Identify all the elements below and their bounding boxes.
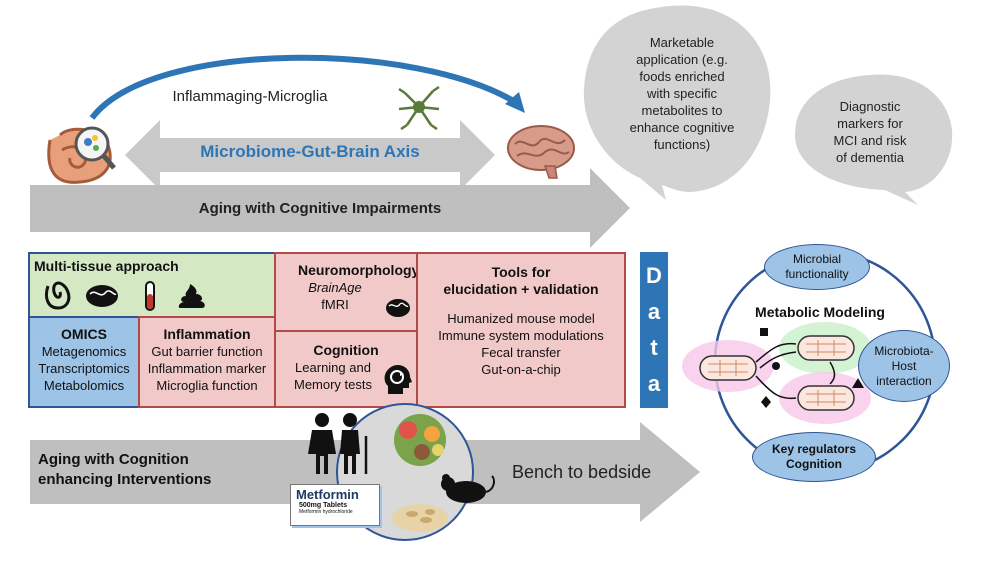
tools-title-line2: elucidation + validation	[443, 281, 599, 297]
stool-icon	[178, 284, 205, 308]
cell	[699, 355, 757, 381]
axis-label: Microbiome-Gut-Brain Axis	[200, 142, 420, 161]
tools-title-line1: Tools for	[491, 264, 551, 280]
gut-icon	[44, 281, 71, 310]
inflammation-panel: Inflammation Gut barrier function Inflam…	[138, 316, 276, 408]
inflammation-item: Microglia function	[156, 378, 258, 393]
top-arrows	[30, 54, 630, 248]
omics-panel: OMICS Metagenomics Transcriptomics Metab…	[28, 316, 140, 408]
bubbles-shapes	[583, 5, 953, 205]
oats-icon	[392, 504, 448, 532]
marketable-text: Marketable application (e.g. foods enric…	[629, 35, 735, 152]
fmri-label: fMRI	[321, 297, 349, 312]
metformin-sub: Metformin hydrochloride	[299, 509, 353, 515]
multi-tissue-panel: Multi-tissue approach	[28, 252, 276, 318]
brain-scan-icon	[386, 299, 410, 317]
data-bar: D a t a	[640, 252, 668, 408]
brain-small-icon	[86, 285, 118, 307]
data-letter: a	[647, 371, 661, 396]
omics-item: Transcriptomics	[38, 361, 130, 376]
brainage-label: BrainAge	[308, 280, 362, 295]
tools-item: Immune system modulations	[438, 328, 604, 343]
diagnostic-text: Diagnostic markers for MCI and risk of d…	[833, 99, 907, 165]
cognition-item: Learning and	[295, 360, 371, 375]
cognition-item: Memory tests	[293, 377, 372, 392]
data-letter: D	[646, 263, 662, 288]
omics-item: Metagenomics	[41, 344, 127, 359]
data-letter: t	[650, 335, 658, 360]
cell	[797, 385, 855, 411]
omics-title: OMICS	[61, 326, 107, 342]
inflammation-item: Gut barrier function	[151, 344, 263, 359]
brain-icon	[507, 125, 575, 179]
neuromorphology-panel: Neuromorphology BrainAge fMRI	[274, 252, 420, 332]
inflammaging-label: Inflammaging-Microglia	[172, 88, 328, 105]
metformin-dose: 500mg Tablets	[299, 502, 348, 509]
intestine-icon	[47, 126, 116, 184]
head-cognition-icon	[384, 365, 412, 394]
aging-impairments-arrow	[30, 168, 630, 248]
interventions-label: Aging with Cognition enhancing Intervent…	[38, 451, 212, 488]
cell	[797, 335, 855, 361]
mouse-icon	[441, 474, 495, 503]
tools-item: Fecal transfer	[481, 345, 561, 360]
tissue-icons	[44, 281, 205, 311]
inflammation-item: Inflammation marker	[147, 361, 267, 376]
tools-panel: Tools for elucidation + validation Human…	[416, 252, 626, 408]
modeling-diagram	[682, 250, 937, 474]
data-letter: a	[647, 299, 661, 324]
bench-label: Bench to bedside	[512, 462, 652, 482]
blood-tube-icon	[145, 281, 155, 311]
aging-impairments-label: Aging with Cognitive Impairments	[198, 200, 442, 217]
axis-double-arrow	[125, 120, 495, 190]
neuromorphology-title: Neuromorphology	[298, 262, 420, 278]
omics-item: Metabolomics	[43, 378, 125, 393]
curved-arrow	[89, 54, 522, 120]
cognition-title: Cognition	[313, 342, 379, 358]
tools-item: Humanized mouse model	[447, 311, 595, 326]
metformin-name: Metformin	[296, 487, 359, 502]
modeling-title: Metabolic Modeling	[755, 304, 885, 320]
tools-item: Gut-on-a-chip	[481, 362, 561, 377]
diagnostic-bubble	[795, 74, 953, 205]
curved-arrow-head	[505, 92, 525, 113]
marketable-bubble	[583, 5, 771, 201]
inflammation-title: Inflammation	[163, 326, 251, 342]
food-icon	[394, 414, 446, 466]
microglia-icon	[398, 85, 440, 130]
cognition-panel: Cognition Learning and Memory tests	[274, 330, 418, 408]
metformin-box: Metformin 500mg Tablets Metformin hydroc…	[290, 484, 380, 526]
multi-tissue-title: Multi-tissue approach	[34, 258, 179, 274]
elderly-couple-icon	[308, 413, 368, 474]
